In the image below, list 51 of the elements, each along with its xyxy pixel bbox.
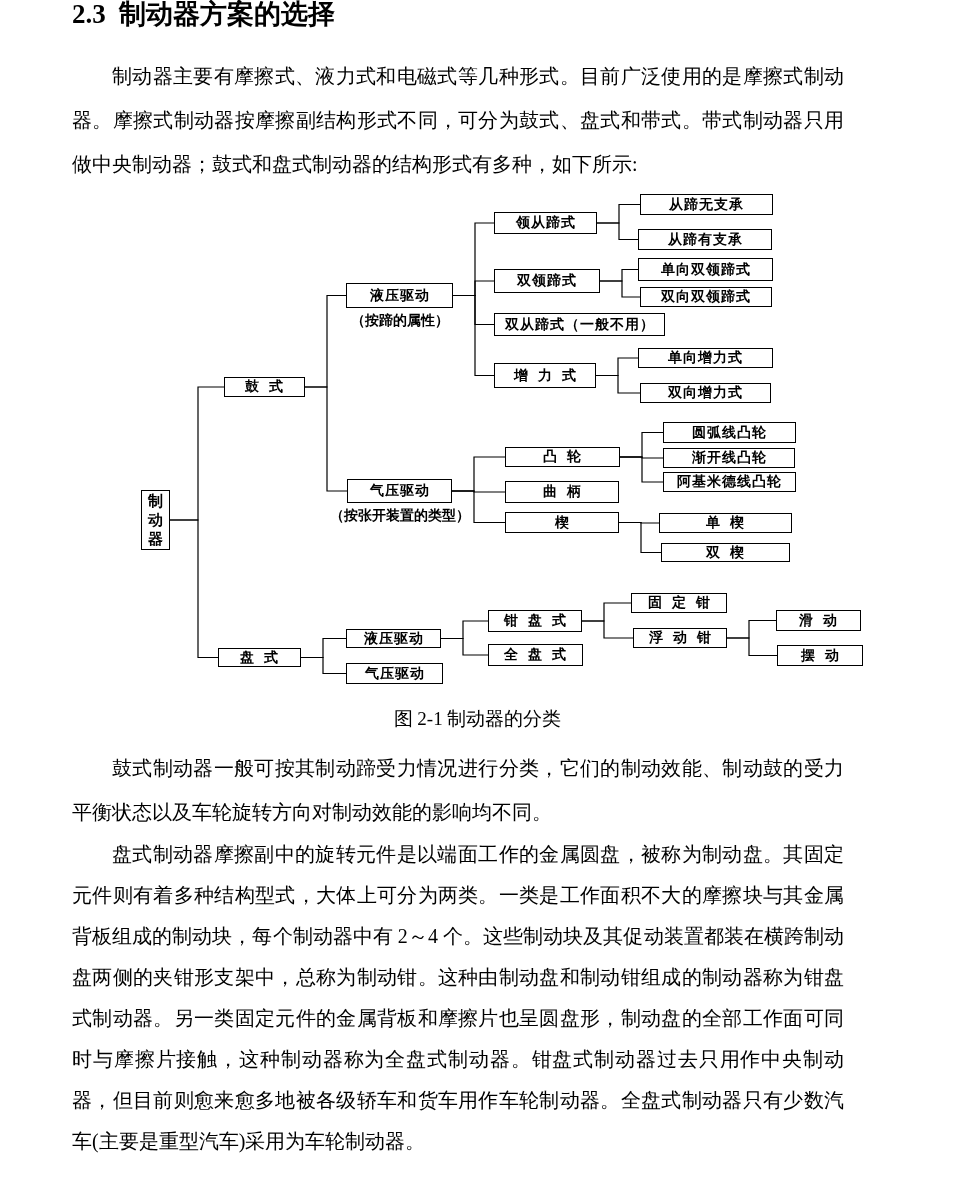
category-box: 钳 盘 式 <box>488 610 582 632</box>
category-box: 液压驱动 <box>346 283 453 308</box>
category-box: 制动器 <box>141 490 170 550</box>
category-box: 固 定 钳 <box>631 593 727 613</box>
category-box: 单 楔 <box>659 513 792 533</box>
category-box: 双向双领蹄式 <box>640 287 772 307</box>
connector-line <box>595 374 641 394</box>
connector-line <box>451 490 506 524</box>
category-box: 气压驱动 <box>346 663 443 684</box>
category-box: 阿基米德线凸轮 <box>663 472 796 492</box>
category-box: 单向增力式 <box>638 348 773 368</box>
connector-line <box>581 620 634 639</box>
category-box: 双 楔 <box>661 543 790 562</box>
connector-line <box>618 521 662 554</box>
category-box: 摆 动 <box>777 645 863 666</box>
category-box: 盘 式 <box>218 648 301 667</box>
connector-line <box>596 222 639 241</box>
box-note: （按张开装置的类型） <box>329 507 470 525</box>
category-box: 圆弧线凸轮 <box>663 422 796 443</box>
paragraph: 鼓式制动器一般可按其制动蹄受力情况进行分类，它们的制动效能、制动鼓的受力平衡状态以及车轮旋转方向对制动效能的影响均不同。 <box>72 756 844 825</box>
category-box: 全 盘 式 <box>488 644 583 666</box>
category-box: 凸 轮 <box>505 447 620 467</box>
category-box: 浮 动 钳 <box>633 628 727 648</box>
paragraph: 盘式制动器摩擦副中的旋转元件是以端面工作的金属圆盘，被称为制动盘。其固定元件则有着多种结构型式，大体上可分为两类。一类是工作面积不大的摩擦块与其金属背板组成的制动块，每个制动器中有 2～4 个。这些制动块及其促动装置都装在横跨制动盘两侧的夹钳形支架中，总称为制动钳。这种由制动盘和制动钳组成的制动器称为钳盘式制动器。另一类固定元件的金属背板和摩擦片也呈圆盘形，制动盘的全部工作面可同时与摩擦片接触，这种制动器称为全盘式制动器。钳盘式制动器过去只用作中央制动器，但目前则愈来愈多地被各级轿车和货车用作车轮制动器。全盘式制动器只有少数汽车(主要是重型汽车)采用为车轮制动器。 <box>72 842 844 1155</box>
category-box: 楔 <box>505 512 619 533</box>
connector-line <box>169 519 219 659</box>
category-box: 滑 动 <box>776 610 861 631</box>
category-box: 增 力 式 <box>494 363 596 388</box>
connector-line <box>304 386 348 492</box>
connector-line <box>300 656 347 675</box>
figure-caption: 图 2-1 制动器的分类 <box>392 707 563 731</box>
connector-line <box>619 456 664 483</box>
category-box: 渐开线凸轮 <box>663 448 795 468</box>
category-box: 曲 柄 <box>505 481 619 503</box>
connector-line <box>726 637 778 657</box>
box-note: （按蹄的属性） <box>350 312 449 330</box>
category-box: 单向双领蹄式 <box>638 258 773 281</box>
category-box: 双领蹄式 <box>494 269 600 293</box>
connector-line <box>452 294 495 377</box>
category-box: 领从蹄式 <box>494 212 597 234</box>
category-box: 双从蹄式（一般不用） <box>494 313 665 336</box>
connector-line <box>599 280 641 298</box>
category-box: 液压驱动 <box>346 629 441 648</box>
category-box: 双向增力式 <box>640 383 771 403</box>
section-heading: 2.3 制动器方案的选择 <box>72 0 336 31</box>
category-box: 鼓 式 <box>224 377 305 397</box>
connector-line <box>440 637 489 656</box>
paragraph: 制动器主要有摩擦式、液力式和电磁式等几种形式。目前广泛使用的是摩擦式制动器。摩擦式制动器按摩擦副结构形式不同，可分为鼓式、盘式和带式。带式制动器只用做中央制动器；鼓式和盘式制动器的结构形式有多种，如下所示: <box>72 64 844 177</box>
category-box: 气压驱动 <box>347 479 452 503</box>
category-box: 从蹄有支承 <box>638 229 772 250</box>
category-box: 从蹄无支承 <box>640 194 773 215</box>
